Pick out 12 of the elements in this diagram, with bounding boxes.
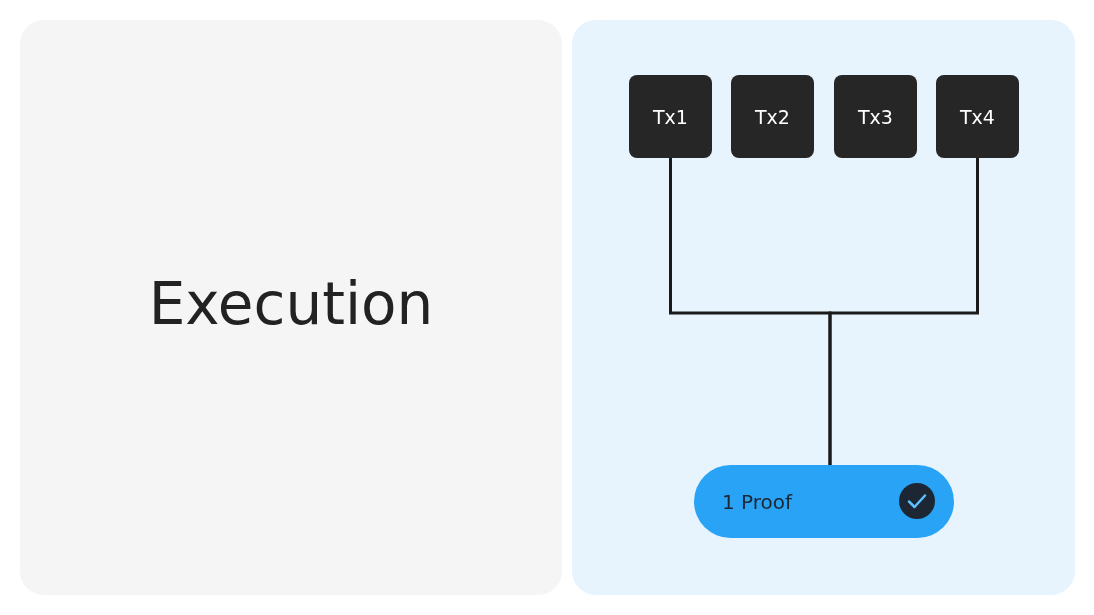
panel-title: Execution (147, 270, 435, 338)
transaction-box (936, 75, 1019, 158)
transaction-box (834, 75, 917, 158)
transaction-label: Tx3 (858, 105, 893, 128)
transaction-label: Tx4 (960, 105, 995, 128)
connector-line (828, 158, 979, 465)
transaction-box (731, 75, 814, 158)
panel-background (572, 20, 1075, 595)
proof-label: 1 Proof (722, 489, 793, 514)
transaction-label: Tx1 (653, 105, 688, 128)
transaction-label: Tx2 (755, 105, 790, 128)
transaction-box (629, 75, 712, 158)
